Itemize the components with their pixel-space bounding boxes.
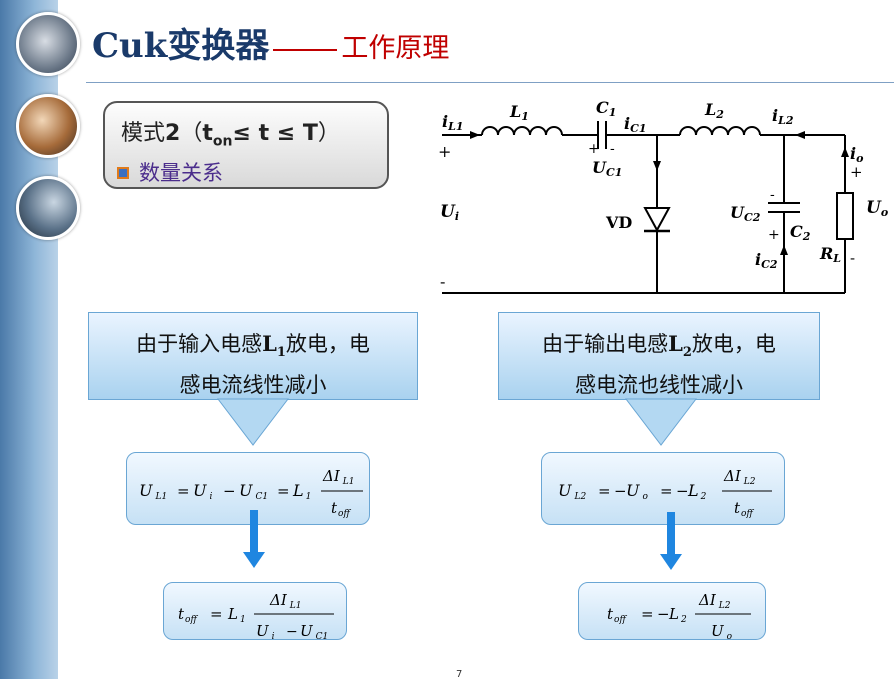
left-callout-line2: 感电流线性减小 [179, 373, 327, 398]
avatar [16, 94, 80, 158]
svg-text:Uo: Uo [626, 481, 648, 502]
label-plus-input: + [438, 142, 451, 161]
mode-box: 模式2（ton≤ t ≤ T） 数量关系 [103, 101, 389, 189]
label-uc1: UC1 [592, 158, 622, 179]
right-callout: 由于输出电感L2放电，电 感电流也线性减小 [498, 312, 820, 400]
svg-text:L1: L1 [227, 605, 246, 625]
label-ui: Ui [440, 202, 459, 223]
svg-text:−: − [286, 624, 298, 640]
label-c2: C2 [790, 222, 811, 243]
svg-text:Uo: Uo [711, 622, 733, 642]
title-dash [273, 49, 338, 51]
right-callout-pointer [624, 398, 698, 446]
left-down-arrow [243, 510, 265, 568]
label-io: io [850, 144, 863, 165]
right-down-arrow [660, 512, 682, 570]
svg-text:=: = [210, 605, 223, 623]
page-title: Cuk变换器 工作原理 [92, 18, 449, 67]
right-callout-line2: 感电流也线性减小 [575, 373, 743, 398]
label-c2-minus: - [770, 187, 775, 203]
svg-text:−: − [676, 482, 689, 500]
svg-text:toff: toff [734, 499, 754, 519]
right-callout-line1: 由于输出电感L2放电，电 [542, 331, 776, 361]
svg-text:−: − [657, 605, 670, 623]
title-sub: 工作原理 [341, 33, 450, 64]
svg-text:toff: toff [178, 605, 198, 625]
label-uo-minus: - [850, 249, 855, 267]
label-vd: VD [605, 213, 632, 232]
svg-text:UL2: UL2 [558, 481, 586, 502]
svg-text:Ui: Ui [193, 481, 212, 502]
bullet-item: 数量关系 [117, 157, 223, 187]
avatar [16, 176, 80, 240]
label-c1: C1 [596, 98, 616, 119]
label-l2: L2 [704, 100, 724, 121]
bullet-icon [117, 167, 129, 179]
mode-label: 模式2（ton≤ t ≤ T） [121, 121, 340, 150]
label-uc2: UC2 [730, 203, 761, 224]
svg-text:toff: toff [331, 499, 351, 519]
cuk-circuit: iL1 + L1 C1 iC1 + - UC1 L2 iL2 Ui VD UC2… [438, 98, 888, 294]
label-minus-input: - [440, 272, 445, 291]
label-c2-plus: + [768, 227, 780, 243]
label-il2: iL2 [772, 106, 794, 127]
left-callout: 由于输入电感L1放电，电 感电流线性减小 [88, 312, 418, 400]
label-uo-plus: + [850, 163, 863, 181]
avatar [16, 12, 80, 76]
left-callout-line1: 由于输入电感L1放电，电 [136, 331, 370, 361]
svg-text:UC1: UC1 [239, 481, 268, 502]
label-c1-plus: + [588, 141, 600, 157]
label-uo: Uo [866, 198, 888, 219]
svg-text:UC1: UC1 [300, 622, 328, 642]
label-c1-minus: - [610, 141, 615, 157]
svg-text:=: = [598, 482, 611, 500]
svg-text:−: − [614, 482, 627, 500]
title-divider [86, 82, 894, 83]
svg-text:Ui: Ui [256, 622, 275, 642]
left-callout-pointer [216, 398, 290, 446]
svg-text:=: = [641, 605, 654, 623]
svg-text:L2: L2 [668, 605, 687, 625]
page-number: 7 [456, 669, 463, 680]
svg-text:−: − [223, 482, 236, 500]
label-ic1: iC1 [624, 114, 647, 135]
title-main: Cuk变换器 [92, 26, 270, 66]
label-il1: iL1 [442, 112, 463, 133]
svg-text:toff: toff [607, 605, 627, 625]
svg-text:=: = [277, 482, 290, 500]
label-l1: L1 [509, 102, 529, 123]
label-ic2: iC2 [755, 250, 778, 271]
svg-text:=: = [177, 482, 190, 500]
svg-text:=: = [660, 482, 673, 500]
svg-text:L1: L1 [292, 481, 311, 502]
svg-text:L2: L2 [687, 481, 707, 502]
label-rl: RL [819, 244, 841, 265]
svg-text:UL1: UL1 [139, 481, 167, 502]
